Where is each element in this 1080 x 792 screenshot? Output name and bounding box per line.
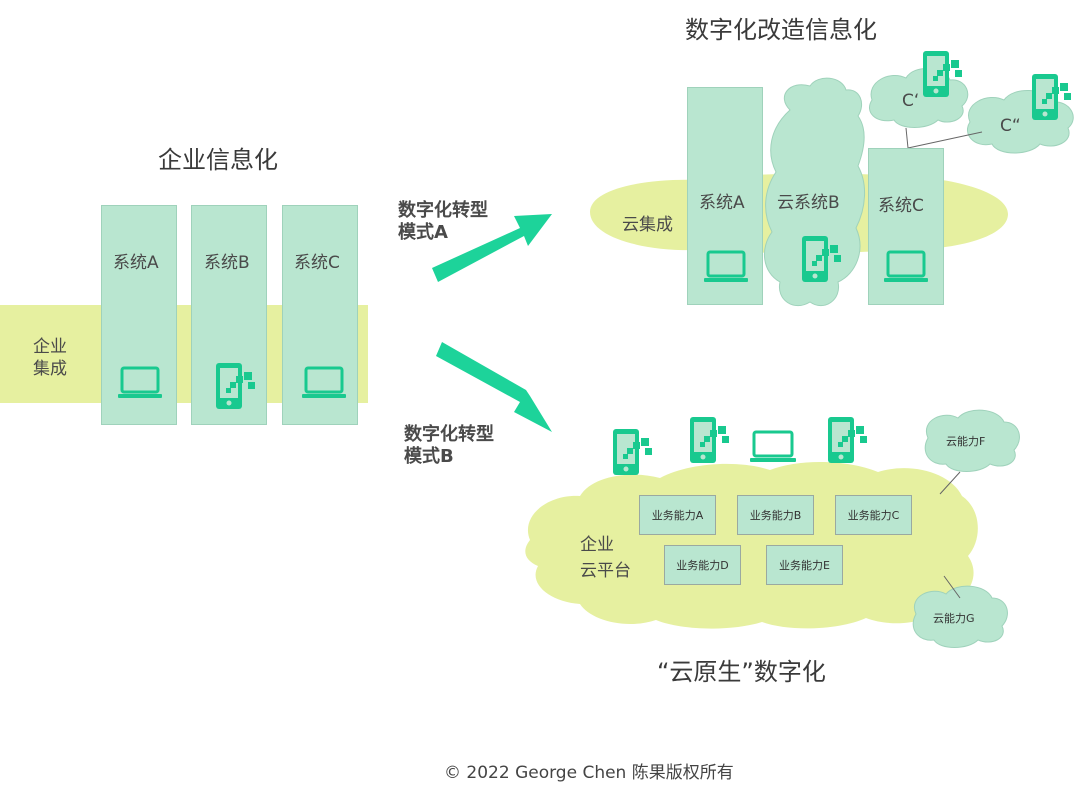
laptop-icon — [884, 250, 928, 282]
top-system-a-column — [687, 87, 763, 305]
cloud-capability-f-label: 云能力F — [946, 435, 986, 448]
laptop-icon — [118, 366, 162, 398]
mobile-phone-icon — [613, 429, 652, 475]
copyright-footer: © 2022 George Chen 陈果版权所有 — [444, 763, 734, 783]
arrow-mode-b — [436, 342, 552, 432]
enterprise-informatization-title: 企业信息化 — [158, 146, 278, 174]
connector-c-double-prime — [907, 131, 983, 149]
top-system-c-label: 系统C — [878, 196, 924, 216]
enterprise-integration-label-line2: 集成 — [33, 359, 67, 379]
connector-cloud-g — [943, 575, 961, 599]
mobile-phone-icon — [1032, 74, 1071, 120]
business-capability-c: 业务能力C — [835, 495, 912, 535]
arrow-mode-a — [432, 214, 552, 282]
mobile-phone-icon — [216, 363, 255, 409]
enterprise-integration-label-line1: 企业 — [33, 337, 67, 357]
cloud-capability-g-label: 云能力G — [933, 612, 975, 625]
cloud-system-b-label: 云系统B — [777, 193, 840, 213]
cloud-f-shape — [924, 409, 1020, 472]
top-system-a-label: 系统A — [699, 193, 745, 213]
cloud-integration-label: 云集成 — [622, 215, 673, 235]
business-capability-e: 业务能力E — [766, 545, 843, 585]
connector-cloud-f — [939, 471, 961, 495]
mobile-phone-icon — [802, 236, 841, 282]
enterprise-cloud-platform-label-line1: 企业 — [580, 535, 614, 555]
digital-transformation-title: 数字化改造信息化 — [685, 16, 877, 44]
system-b-label: 系统B — [204, 253, 250, 273]
system-c-label: 系统C — [294, 253, 340, 273]
c-double-prime-label: C“ — [1000, 116, 1021, 136]
system-c-column — [282, 205, 358, 425]
enterprise-cloud-platform-label-line2: 云平台 — [580, 561, 631, 581]
laptop-icon — [302, 366, 346, 398]
system-a-label: 系统A — [113, 253, 159, 273]
laptop-icon — [750, 430, 796, 462]
business-capability-d: 业务能力D — [664, 545, 741, 585]
c-prime-label: C‘ — [902, 91, 920, 111]
system-a-column — [101, 205, 177, 425]
business-capability-a: 业务能力A — [639, 495, 716, 535]
connector-c-prime — [905, 127, 909, 149]
mobile-phone-icon — [828, 417, 867, 463]
business-capability-b: 业务能力B — [737, 495, 814, 535]
mode-b-label-line1: 数字化转型 — [404, 424, 494, 445]
cloud-system-b-shape — [763, 77, 866, 307]
cloud-g-shape — [912, 585, 1008, 648]
mode-b-label-line2: 模式B — [404, 446, 454, 467]
mode-a-label-line1: 数字化转型 — [398, 200, 488, 221]
cloud-native-digitalization-title: “云原生”数字化 — [657, 658, 826, 686]
mobile-phone-icon — [690, 417, 729, 463]
mobile-phone-icon — [923, 51, 962, 97]
mode-a-label-line2: 模式A — [398, 222, 448, 243]
laptop-icon — [704, 250, 748, 282]
